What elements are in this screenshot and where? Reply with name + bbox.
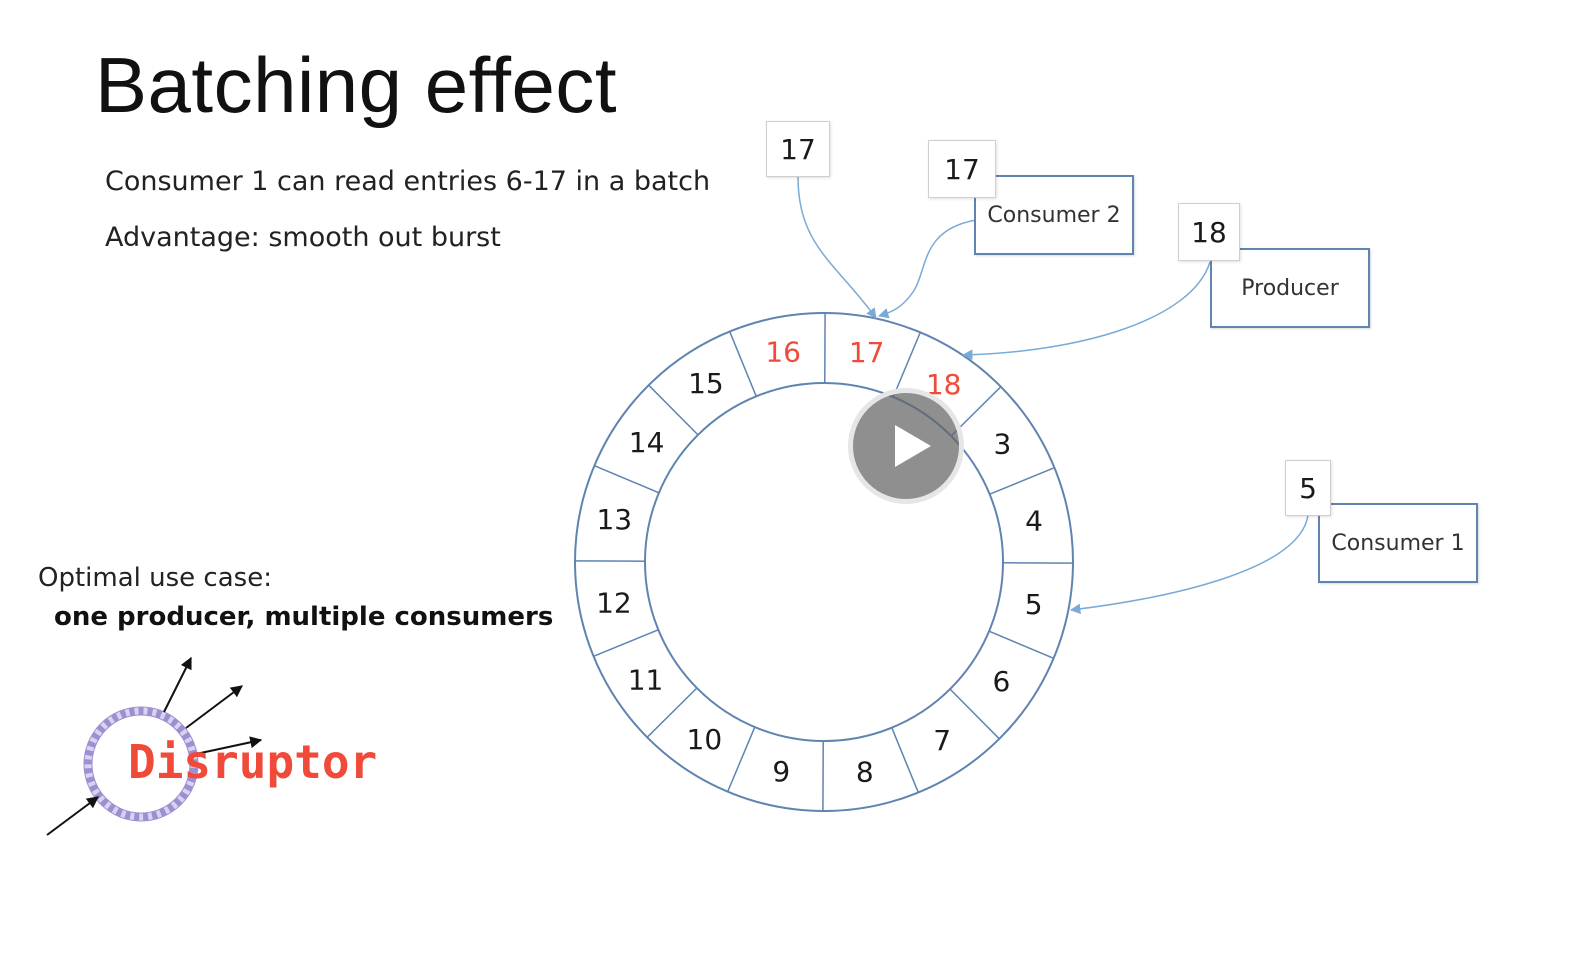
- logo-ring-slots: [84, 707, 198, 821]
- video-play-button[interactable]: [848, 388, 964, 504]
- slide-title: Batching effect: [95, 41, 618, 129]
- ring-slot-label: 5: [1025, 588, 1043, 621]
- consumer1-pointer-box: 5: [1285, 460, 1331, 516]
- ring-slot-label: 7: [933, 724, 951, 757]
- ring-slot-divider: [594, 465, 660, 494]
- producer-arrow: [961, 261, 1211, 361]
- ring-slot-divider: [988, 630, 1054, 659]
- play-icon: [895, 425, 931, 467]
- consumer2-pointer-box: 17: [928, 140, 996, 198]
- logo-arrow-2: [185, 685, 243, 729]
- ring-slot-divider: [949, 688, 1000, 740]
- ring-slot-divider: [727, 726, 756, 792]
- ring-slot-label: 8: [856, 756, 874, 789]
- ring-inner: [644, 382, 1004, 742]
- ring-slot-divider: [648, 384, 699, 436]
- consumer2-top-arrow: [797, 176, 877, 319]
- ring-outer: [574, 312, 1074, 812]
- disruptor-logo: [46, 656, 263, 836]
- ring-slot-label: 14: [629, 426, 665, 459]
- ring-dividers: [574, 312, 1074, 812]
- consumer2-box: Consumer 2: [974, 175, 1134, 255]
- ring-slot-divider: [989, 467, 1055, 495]
- ring-slot-label: 4: [1025, 505, 1043, 538]
- use-case-label: Optimal use case:: [38, 563, 272, 593]
- ring-slot-label: 16: [765, 335, 801, 368]
- ring-slot-label: 3: [994, 427, 1012, 460]
- bullet-advantage: Advantage: smooth out burst: [105, 222, 501, 253]
- ring-slot-label: 9: [772, 755, 790, 788]
- bullet-batch-read: Consumer 1 can read entries 6-17 in a ba…: [105, 166, 711, 197]
- logo-arrow-1: [163, 656, 192, 713]
- disruptor-logo-text: Disruptor: [128, 735, 378, 789]
- ring-slot-divider: [892, 332, 921, 398]
- consumer1-box: Consumer 1: [1318, 503, 1478, 583]
- ring-slot-divider: [646, 687, 698, 738]
- consumer1-arrow: [1069, 514, 1309, 615]
- ring-slot-label: 10: [687, 723, 723, 756]
- producer-box: Producer: [1210, 248, 1370, 328]
- ring-slot-label: 13: [596, 503, 632, 536]
- consumer2-arrow: [877, 219, 977, 319]
- ring-slot-divider: [593, 629, 659, 657]
- logo-arrow-3: [195, 736, 263, 755]
- consumer2-top-pointer-box: 17: [766, 121, 830, 177]
- use-case-value: one producer, multiple consumers: [54, 602, 554, 632]
- ring-slot-label: 11: [628, 664, 664, 697]
- ring-slot-label: 12: [596, 586, 632, 619]
- ring-slot-label: 6: [993, 665, 1011, 698]
- ring-slot-divider: [891, 727, 919, 793]
- producer-pointer-box: 18: [1178, 203, 1240, 261]
- ring-slot-divider: [729, 331, 757, 397]
- logo-arrow-in: [46, 796, 99, 836]
- ring-slot-label: 17: [849, 336, 885, 369]
- ring-slot-label: 15: [688, 367, 724, 400]
